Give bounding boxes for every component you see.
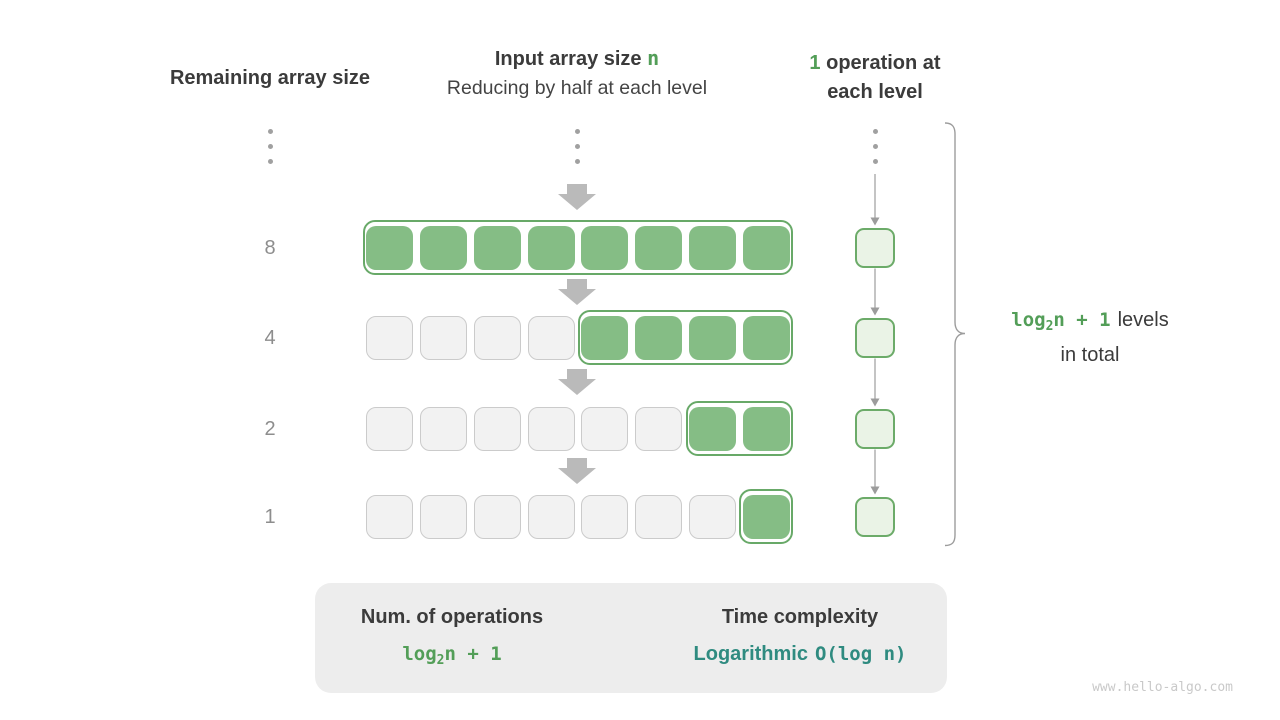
vertical-ellipsis-icon — [267, 129, 273, 174]
array-cell-discarded — [420, 406, 468, 451]
array-cell-discarded — [473, 315, 521, 360]
array-cell-discarded — [420, 315, 468, 360]
header-operations: 1 operation at each level — [775, 49, 975, 107]
array-cell-discarded — [366, 315, 414, 360]
operation-cell — [855, 227, 895, 268]
array-cell-discarded — [688, 494, 736, 539]
complexity-summary: Time complexity Logarithmic O(log n) — [660, 583, 940, 693]
flow-arrowhead-icon — [870, 307, 880, 316]
array-cell-discarded — [635, 494, 683, 539]
summary-box: Num. of operations log2n + 1 Time comple… — [315, 583, 947, 693]
array-cell-active — [688, 315, 736, 360]
active-subarray-outline — [578, 310, 793, 365]
header-right-line1: 1 operation at — [809, 52, 941, 74]
flow-arrowhead-icon — [870, 486, 880, 495]
array-cell-active — [635, 225, 683, 270]
array-cell-active — [742, 225, 790, 270]
variable-n: n — [647, 46, 660, 70]
array-row — [363, 489, 793, 544]
header-center-line1: Input array size n — [494, 46, 660, 70]
array-cell-discarded — [473, 406, 521, 451]
header-left-text: Remaining array size — [169, 67, 371, 89]
down-arrow-icon — [558, 458, 596, 484]
array-cell-active — [688, 406, 736, 451]
array-cell-discarded — [527, 494, 575, 539]
complexity-value: Logarithmic O(log n) — [660, 640, 940, 669]
array-cell-active — [420, 225, 468, 270]
array-cell-active — [742, 315, 790, 360]
operation-cell — [855, 317, 895, 358]
active-subarray-outline — [739, 489, 793, 544]
array-cell-active — [742, 406, 790, 451]
down-arrow-icon — [558, 184, 596, 210]
down-arrow-icon — [558, 369, 596, 395]
array-cell-active — [688, 225, 736, 270]
row-size-label: 2 — [264, 417, 276, 440]
watermark: www.hello-algo.com — [1092, 680, 1233, 695]
big-o-notation: O(log n) — [814, 643, 907, 665]
array-cell-discarded — [581, 406, 629, 451]
down-arrow-icon — [558, 279, 596, 305]
operations-formula: log2n + 1 — [402, 643, 502, 668]
header-right-line2: each level — [827, 81, 923, 103]
array-cell-discarded — [527, 406, 575, 451]
array-cell-discarded — [366, 406, 414, 451]
array-cell-discarded — [366, 494, 414, 539]
array-cell-discarded — [473, 494, 521, 539]
levels-line2: in total — [1060, 344, 1120, 366]
array-cell-active — [635, 315, 683, 360]
active-subarray-outline — [363, 220, 793, 275]
curly-brace-icon — [944, 122, 966, 547]
complexity-name: Logarithmic — [693, 643, 808, 665]
operation-count: 1 — [809, 52, 821, 74]
array-cell-active — [473, 225, 521, 270]
header-input-size: Input array size n Reducing by half at e… — [377, 44, 777, 103]
row-size-label: 1 — [264, 505, 276, 528]
array-row — [363, 220, 793, 275]
complexity-title: Time complexity — [721, 606, 879, 628]
row-size-label: 4 — [264, 326, 276, 349]
vertical-ellipsis-icon — [574, 129, 580, 174]
header-remaining-size: Remaining array size — [120, 64, 420, 93]
array-cell-active — [742, 494, 790, 539]
vertical-ellipsis-icon — [872, 129, 878, 174]
log-formula: log2n + 1 — [1011, 309, 1111, 334]
row-size-label: 8 — [264, 236, 276, 259]
array-row — [363, 401, 793, 456]
flow-arrowhead-icon — [870, 398, 880, 407]
array-cell-discarded — [420, 494, 468, 539]
array-cell-discarded — [635, 406, 683, 451]
operation-cell — [855, 408, 895, 449]
operation-cell — [855, 496, 895, 537]
operations-summary: Num. of operations log2n + 1 — [322, 583, 582, 693]
flow-arrowhead-icon — [870, 217, 880, 226]
array-cell-discarded — [527, 315, 575, 360]
array-cell-active — [581, 225, 629, 270]
active-subarray-outline — [685, 401, 793, 456]
array-row — [363, 310, 793, 365]
array-cell-active — [527, 225, 575, 270]
array-cell-active — [581, 315, 629, 360]
array-cell-active — [366, 225, 414, 270]
array-cell-discarded — [581, 494, 629, 539]
header-center-line2: Reducing by half at each level — [446, 77, 708, 99]
operations-title: Num. of operations — [360, 606, 544, 628]
